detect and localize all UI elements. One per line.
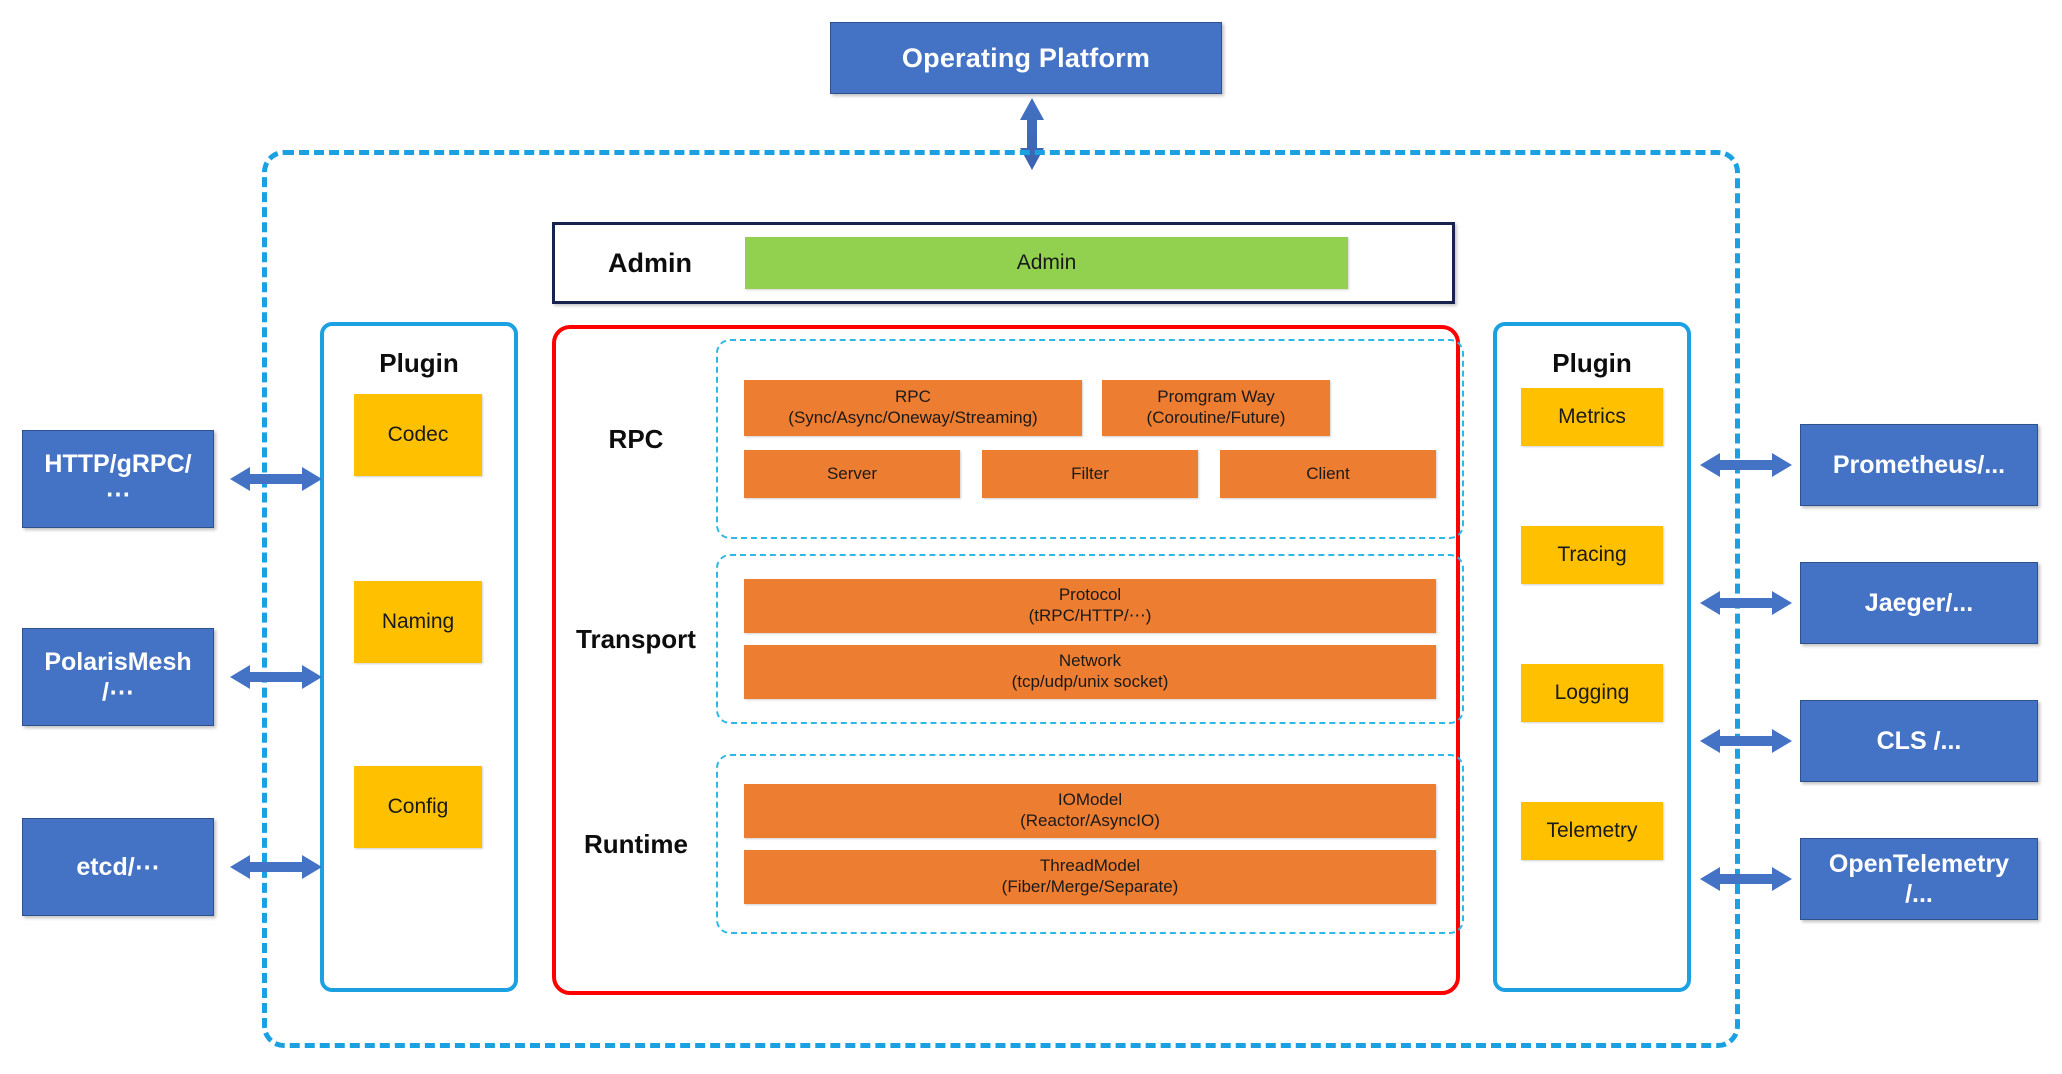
operating-platform-box: Operating Platform (830, 22, 1222, 94)
plugin-left-title: Plugin (379, 348, 459, 378)
core-framework-box: RPC RPC(Sync/Async/Oneway/Streaming) Pro… (552, 325, 1464, 995)
module-filter: Filter (982, 450, 1198, 498)
admin-band: Admin Admin (552, 222, 1455, 304)
module-client: Client (1220, 450, 1436, 498)
module-protocol: Protocol(tRPC/HTTP/⋯) (744, 579, 1436, 633)
external-polarismesh: PolarisMesh/⋯ (22, 628, 214, 726)
module-server: Server (744, 450, 960, 498)
admin-module-box: Admin (745, 237, 1348, 289)
plugin-column-right: Plugin Metrics Tracing Logging Telemetry (1493, 322, 1691, 992)
layer-rpc: RPC RPC(Sync/Async/Oneway/Streaming) Pro… (556, 339, 1464, 539)
horizontal-double-arrow-icon (1698, 859, 1794, 899)
plugin-item-config[interactable]: Config (354, 766, 482, 848)
horizontal-double-arrow-icon (1698, 445, 1794, 485)
external-prometheus: Prometheus/... (1800, 424, 2038, 506)
layer-runtime-group: IOModel(Reactor/AsyncIO) ThreadModel(Fib… (716, 754, 1464, 934)
plugin-item-naming[interactable]: Naming (354, 581, 482, 663)
plugin-right-title: Plugin (1552, 348, 1632, 378)
layer-rpc-title: RPC (608, 423, 664, 454)
horizontal-double-arrow-icon (228, 847, 324, 887)
horizontal-double-arrow-icon (228, 459, 324, 499)
external-cls: CLS /... (1800, 700, 2038, 782)
plugin-item-telemetry[interactable]: Telemetry (1521, 802, 1663, 860)
plugin-item-logging[interactable]: Logging (1521, 664, 1663, 722)
plugin-item-tracing[interactable]: Tracing (1521, 526, 1663, 584)
horizontal-double-arrow-icon (228, 657, 324, 697)
external-jaeger: Jaeger/... (1800, 562, 2038, 644)
layer-runtime-title: Runtime (584, 828, 688, 859)
external-opentelemetry: OpenTelemetry/... (1800, 838, 2038, 920)
layer-rpc-group: RPC(Sync/Async/Oneway/Streaming) Promgra… (716, 339, 1464, 539)
plugin-column-left: Plugin Codec Naming Config (320, 322, 518, 992)
module-threadmodel: ThreadModel(Fiber/Merge/Separate) (744, 850, 1436, 904)
layer-transport: Transport Protocol(tRPC/HTTP/⋯) Network(… (556, 554, 1464, 724)
module-network: Network(tcp/udp/unix socket) (744, 645, 1436, 699)
operating-platform-label: Operating Platform (901, 42, 1151, 73)
module-iomodel: IOModel(Reactor/AsyncIO) (744, 784, 1436, 838)
admin-section-label: Admin (608, 247, 692, 278)
external-http-grpc: HTTP/gRPC/⋯ (22, 430, 214, 528)
layer-transport-group: Protocol(tRPC/HTTP/⋯) Network(tcp/udp/un… (716, 554, 1464, 724)
horizontal-double-arrow-icon (1698, 583, 1794, 623)
plugin-item-codec[interactable]: Codec (354, 394, 482, 476)
horizontal-double-arrow-icon (1698, 721, 1794, 761)
layer-runtime: Runtime IOModel(Reactor/AsyncIO) ThreadM… (556, 754, 1464, 934)
external-etcd: etcd/⋯ (22, 818, 214, 916)
plugin-item-metrics[interactable]: Metrics (1521, 388, 1663, 446)
module-rpc-modes: RPC(Sync/Async/Oneway/Streaming) (744, 380, 1082, 436)
module-program-way: Promgram Way(Coroutine/Future) (1102, 380, 1330, 436)
layer-transport-title: Transport (576, 623, 696, 654)
